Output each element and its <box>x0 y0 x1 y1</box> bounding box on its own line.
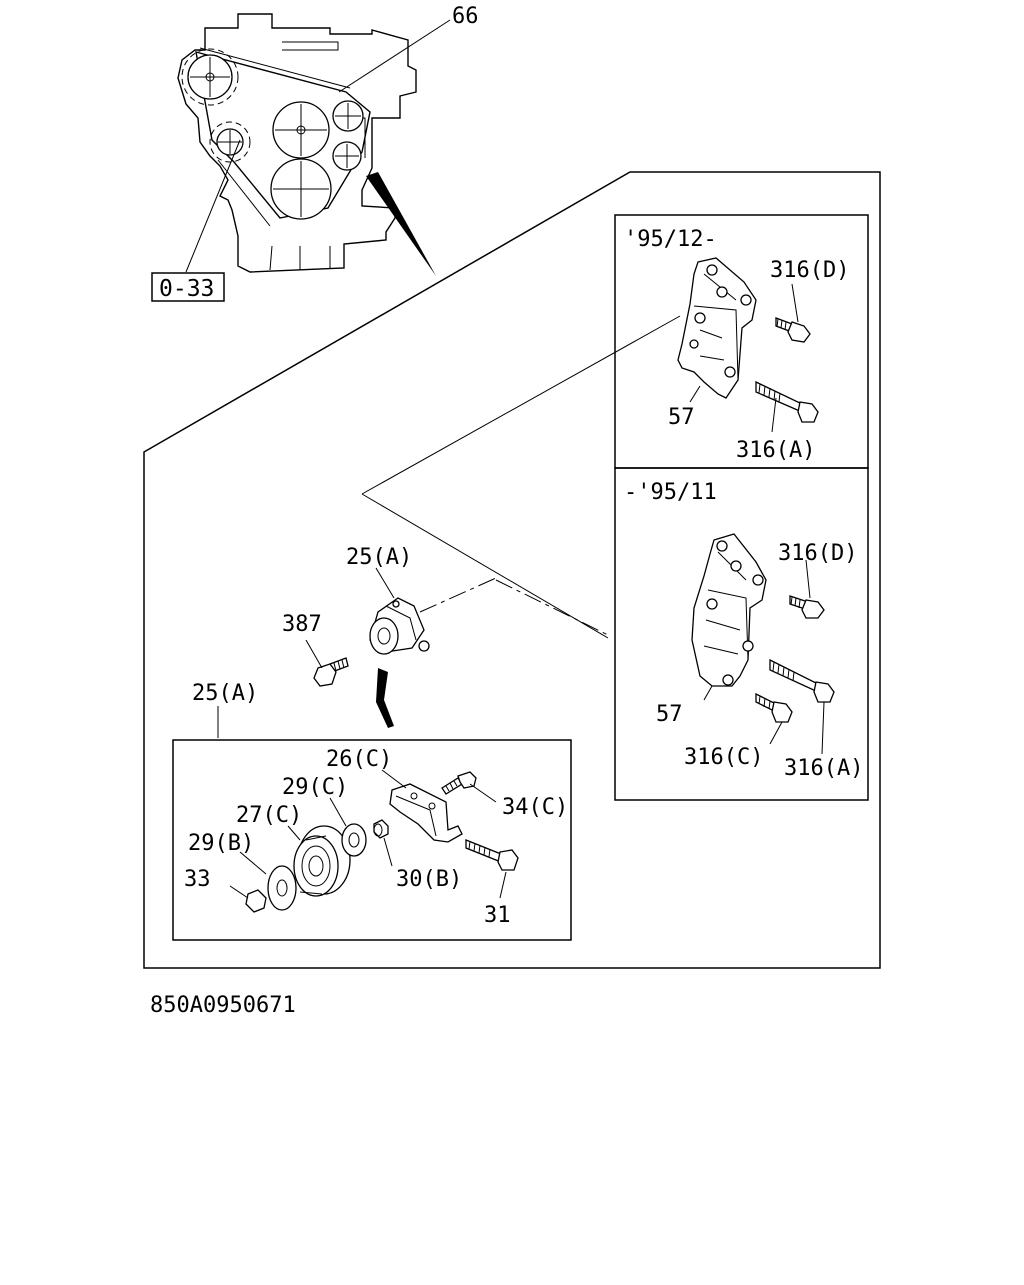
bolt-316d-old <box>789 595 825 619</box>
ref-label: 0-33 <box>159 276 214 302</box>
zoom-pointer <box>366 172 436 276</box>
washer-29c <box>341 823 367 857</box>
variant-old-label-316a: 316(A) <box>784 756 863 781</box>
bolt-31 <box>465 839 519 871</box>
tensioner-axis <box>419 577 497 613</box>
bolt-387 <box>313 657 349 687</box>
bracket-new <box>677 257 757 399</box>
spacer-30b <box>373 819 389 839</box>
leader-29c <box>329 797 347 827</box>
tensioner-assembly-label: 25(A) <box>346 545 412 570</box>
tensioner-centerline <box>495 579 611 637</box>
leader-34c <box>469 783 497 803</box>
ref-box <box>151 272 225 302</box>
ref-leader <box>185 139 241 273</box>
leader-31 <box>499 871 507 899</box>
leader-57-old <box>703 685 713 701</box>
leader-30b <box>383 837 393 867</box>
bolt-34c <box>441 771 477 795</box>
bolt-316a-new <box>755 380 819 423</box>
variant-new-label-316d: 316(D) <box>770 258 849 283</box>
detail-label-29c: 29(C) <box>282 775 348 800</box>
detail-label-31: 31 <box>484 903 511 928</box>
leader-316a-new <box>771 397 777 433</box>
variant-box-old <box>614 467 869 801</box>
bracket-link-lines <box>361 315 681 639</box>
bracket-26c <box>389 783 463 843</box>
variant-old-period: -'95/11 <box>624 480 717 505</box>
bolt-316a-old <box>769 658 835 703</box>
leader-25a-top <box>375 567 395 599</box>
washer-29b <box>267 865 297 911</box>
leader-33 <box>229 885 249 899</box>
enlarged-frame <box>143 171 881 969</box>
leader-316d-old <box>805 559 811 599</box>
leader-57-new <box>689 385 701 403</box>
detail-label-29b: 29(B) <box>188 831 254 856</box>
bolt-316c-old <box>755 692 793 723</box>
nut-33 <box>245 889 267 913</box>
leader-316a-old <box>821 701 825 755</box>
tensioner-detail-label: 25(A) <box>192 681 258 706</box>
belt-leader <box>338 19 451 93</box>
variant-old-label-316d: 316(D) <box>778 541 857 566</box>
variant-old-label-57: 57 <box>656 702 683 727</box>
pulley-27c <box>293 825 351 897</box>
detail-label-26c: 26(C) <box>326 747 392 772</box>
detail-label-27c: 27(C) <box>236 803 302 828</box>
belt-label: 66 <box>452 4 479 29</box>
variant-old-label-316c: 316(C) <box>684 745 763 770</box>
detail-label-30b: 30(B) <box>396 867 462 892</box>
detail-box <box>172 739 572 941</box>
leader-316d-new <box>791 283 799 323</box>
leader-316c-old <box>769 721 783 745</box>
variant-new-label-57: 57 <box>668 405 695 430</box>
drawing-id: 850A0950671 <box>150 993 296 1018</box>
bolt-316d-new <box>775 317 811 343</box>
tensioner-bolt-label: 387 <box>282 612 322 637</box>
leader-29b <box>239 851 267 875</box>
variant-new-label-316a: 316(A) <box>736 438 815 463</box>
leader-387 <box>305 639 323 669</box>
bracket-old <box>691 533 767 687</box>
leader-26c <box>381 769 407 789</box>
variant-new-period: '95/12- <box>624 227 717 252</box>
leader-27c <box>287 825 301 841</box>
tensioner-assembly <box>369 597 430 655</box>
detail-label-33: 33 <box>184 867 211 892</box>
pulley-layout <box>181 47 371 227</box>
detail-label-34c: 34(C) <box>502 795 568 820</box>
detail-pointer <box>376 668 394 728</box>
